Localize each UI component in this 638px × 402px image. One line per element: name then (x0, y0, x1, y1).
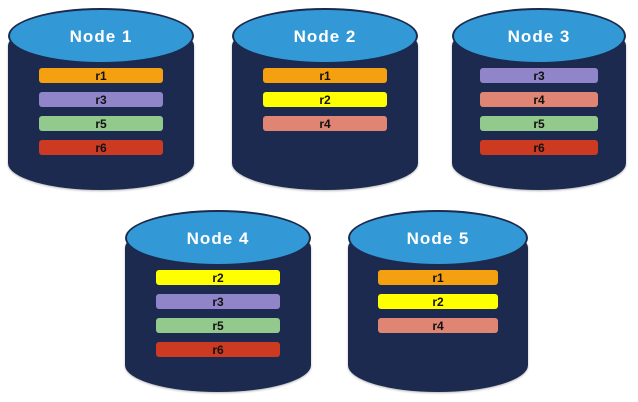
shard-label: r6 (212, 342, 224, 357)
shard-r2[interactable]: r2 (378, 294, 498, 309)
shard-r6[interactable]: r6 (480, 140, 598, 155)
shard-list: r1 r2 r4 (348, 270, 528, 333)
node-cylinder-top: Node 3 (452, 8, 626, 64)
shard-list: r3 r4 r5 r6 (452, 68, 626, 155)
database-node-4[interactable]: Node 4 r2 r3 r5 r6 (125, 210, 311, 392)
shard-label: r2 (432, 294, 444, 309)
node-title: Node 2 (293, 26, 357, 46)
shard-label: r5 (533, 116, 545, 131)
shard-r6[interactable]: r6 (39, 140, 163, 155)
shard-r5[interactable]: r5 (156, 318, 280, 333)
shard-label: r6 (95, 140, 107, 155)
shard-label: r1 (319, 68, 331, 83)
database-node-1[interactable]: Node 1 r1 r3 r5 r6 (8, 8, 194, 190)
node-title: Node 1 (69, 26, 133, 46)
shard-r1[interactable]: r1 (378, 270, 498, 285)
node-title: Node 3 (507, 26, 571, 46)
shard-label: r5 (212, 318, 224, 333)
shard-list: r1 r2 r4 (232, 68, 418, 131)
shard-label: r1 (432, 270, 444, 285)
node-title: Node 5 (406, 228, 470, 248)
shard-label: r6 (533, 140, 545, 155)
database-node-5[interactable]: Node 5 r1 r2 r4 (348, 210, 528, 392)
node-cylinder-top: Node 1 (8, 8, 194, 64)
shard-label: r2 (212, 270, 224, 285)
database-node-3[interactable]: Node 3 r3 r4 r5 r6 (452, 8, 626, 190)
shard-list: r2 r3 r5 r6 (125, 270, 311, 357)
node-cylinder-top: Node 2 (232, 8, 418, 64)
database-node-2[interactable]: Node 2 r1 r2 r4 (232, 8, 418, 190)
shard-r1[interactable]: r1 (39, 68, 163, 83)
shard-r2[interactable]: r2 (263, 92, 387, 107)
shard-label: r2 (319, 92, 331, 107)
shard-label: r4 (533, 92, 545, 107)
node-title: Node 4 (186, 228, 250, 248)
shard-r4[interactable]: r4 (263, 116, 387, 131)
shard-label: r3 (212, 294, 224, 309)
shard-r5[interactable]: r5 (39, 116, 163, 131)
shard-label: r4 (432, 318, 444, 333)
shard-label: r5 (95, 116, 107, 131)
shard-r2[interactable]: r2 (156, 270, 280, 285)
shard-r5[interactable]: r5 (480, 116, 598, 131)
shard-label: r1 (95, 68, 107, 83)
shard-r3[interactable]: r3 (480, 68, 598, 83)
shard-label: r3 (95, 92, 107, 107)
shard-r3[interactable]: r3 (156, 294, 280, 309)
shard-r4[interactable]: r4 (480, 92, 598, 107)
shard-r6[interactable]: r6 (156, 342, 280, 357)
shard-label: r3 (533, 68, 545, 83)
node-cylinder-top: Node 5 (348, 210, 528, 266)
shard-list: r1 r3 r5 r6 (8, 68, 194, 155)
shard-r3[interactable]: r3 (39, 92, 163, 107)
shard-r1[interactable]: r1 (263, 68, 387, 83)
shard-r4[interactable]: r4 (378, 318, 498, 333)
shard-label: r4 (319, 116, 331, 131)
node-cylinder-top: Node 4 (125, 210, 311, 266)
